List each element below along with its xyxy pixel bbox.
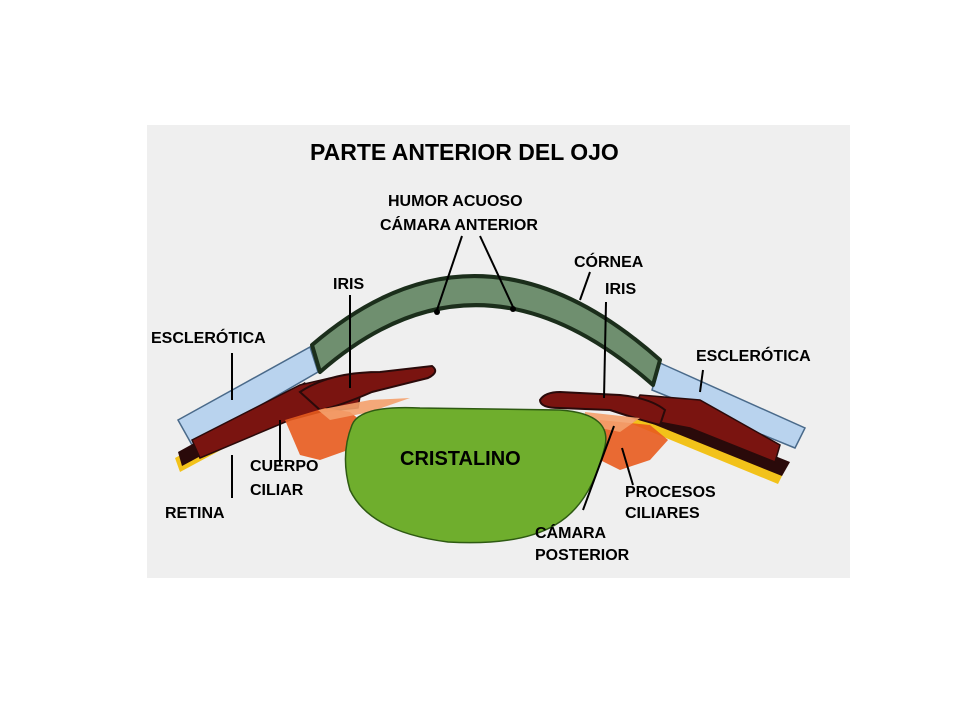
cornea-shape <box>310 274 662 387</box>
pointer-camara-post <box>582 425 615 511</box>
label-iris-right: IRIS <box>605 281 636 298</box>
ciliary-processes-left <box>285 408 360 460</box>
ciliary-processes-right <box>600 420 668 470</box>
label-cristalino: CRISTALINO <box>400 448 521 470</box>
dot-humor-1 <box>434 309 440 315</box>
zonule-left <box>318 398 410 420</box>
pointer-humor-2 <box>479 235 514 308</box>
label-humor-acuoso: HUMOR ACUOSO <box>388 193 523 210</box>
pointer-escl-right <box>699 369 704 393</box>
label-cuerpo: CUERPO <box>250 458 318 475</box>
label-procesos: PROCESOS <box>625 484 716 501</box>
pointer-procesos <box>621 447 634 486</box>
label-iris-left: IRIS <box>333 276 364 293</box>
label-retina: RETINA <box>165 505 225 522</box>
label-camara: CÁMARA <box>535 523 607 542</box>
diagram-title: PARTE ANTERIOR DEL OJO <box>310 139 619 165</box>
label-esclerotica-left: ESCLERÓTICA <box>151 328 266 347</box>
label-ciliares: CILIARES <box>625 505 700 522</box>
label-esclerotica-right: ESCLERÓTICA <box>696 346 811 365</box>
label-cornea: CÓRNEA <box>574 252 644 271</box>
dot-humor-2 <box>510 306 516 312</box>
iris-left-shape <box>298 364 437 412</box>
label-posterior: POSTERIOR <box>535 547 630 564</box>
pointer-cornea <box>579 271 591 301</box>
pointer-iris-right <box>603 301 607 399</box>
iris-right-shape <box>538 390 667 427</box>
lens-shape <box>344 406 607 544</box>
label-camara-anterior: CÁMARA ANTERIOR <box>380 215 538 234</box>
pointer-humor-1 <box>436 235 463 311</box>
label-ciliar: CILIAR <box>250 482 304 499</box>
